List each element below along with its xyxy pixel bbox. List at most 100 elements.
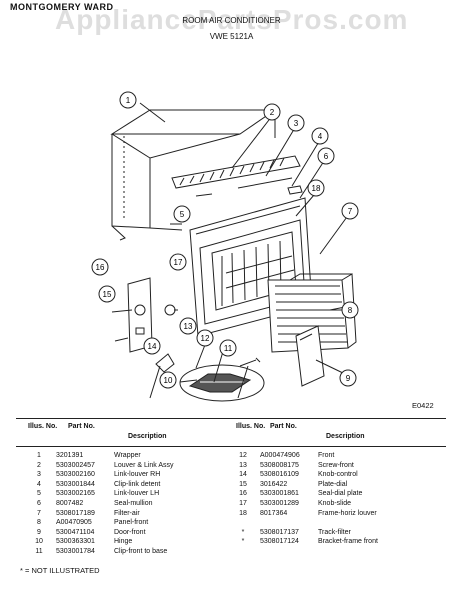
callout-label: 7: [348, 207, 353, 216]
row-illus-no: 5: [37, 490, 41, 498]
callout-label: 11: [224, 344, 233, 353]
row-part-no: 5300471104: [56, 528, 95, 536]
row-description: Clip-link detent: [114, 480, 161, 488]
callout-label: 4: [318, 132, 323, 141]
row-part-no: A000474906: [260, 452, 300, 459]
row-part-no: 8007482: [56, 500, 84, 507]
row-illus-no: *: [241, 528, 245, 536]
document-title: ROOM AIR CONDITIONER: [182, 16, 281, 25]
row-illus-no: 9: [37, 528, 41, 536]
row-description: Filter-air: [114, 509, 140, 517]
row-description: Door-front: [114, 528, 146, 536]
row-part-no: 5303001861: [260, 490, 299, 498]
callout-label: 2: [270, 108, 275, 117]
header-desc-right: Description: [326, 433, 365, 440]
row-description: Plate-dial: [318, 480, 348, 488]
row-description: Wrapper: [114, 452, 141, 459]
callout-label: 5: [180, 210, 185, 219]
header-desc-left: Description: [128, 433, 167, 440]
row-illus-no: 10: [35, 538, 43, 546]
row-illus-no: 18: [239, 509, 247, 517]
row-description: Seal-mullion: [114, 500, 153, 507]
row-illus-no: *: [241, 538, 245, 546]
row-illus-no: 14: [239, 471, 247, 479]
row-part-no: 5303002165: [56, 490, 95, 498]
callout-markers: 1 2 3 4 5 6 7 8 9 10 11 12 13 14 15 16 1…: [91, 91, 359, 389]
callout-label: 3: [294, 119, 299, 128]
row-part-no: 5303001844: [56, 480, 95, 488]
row-illus-no: 16: [239, 490, 247, 498]
row-part-no: 5303002457: [56, 461, 95, 469]
callout-label: 1: [126, 96, 131, 105]
row-illus-no: 15: [239, 480, 247, 488]
door-part: [295, 325, 325, 387]
footnote: * = NOT ILLUSTRATED: [20, 566, 100, 575]
control-plate-part: [127, 277, 153, 353]
row-illus-no: 6: [37, 500, 41, 507]
brand-heading: MONTGOMERY WARD: [10, 2, 114, 12]
callout-label: 9: [346, 374, 351, 383]
model-number: VWE 5121A: [209, 32, 254, 41]
callout-label: 12: [201, 334, 210, 343]
callout-label: 6: [324, 152, 329, 161]
row-part-no: 8017364: [260, 509, 288, 517]
row-description: Screw-front: [318, 461, 354, 469]
row-part-no: 5303001784: [56, 548, 95, 555]
row-description: Clip-front to base: [114, 548, 168, 555]
knob-slide-part: [164, 304, 176, 316]
callout-label: 8: [348, 306, 353, 315]
callout-label: 14: [148, 342, 157, 351]
row-part-no: 3201391: [56, 452, 84, 459]
hinge-detail: [179, 364, 265, 402]
screw-part: [239, 357, 261, 367]
row-description: Link-louver LH: [114, 490, 160, 498]
row-part-no: 5308016109: [260, 471, 299, 479]
row-illus-no: 13: [239, 461, 247, 469]
row-illus-no: 12: [239, 452, 247, 459]
row-description: Frame-horiz louver: [318, 509, 377, 517]
row-part-no: 5308017124: [260, 538, 299, 546]
row-description: Bracket-frame front: [318, 538, 378, 546]
row-description: Panel-front: [114, 519, 149, 527]
callout-label: 16: [96, 263, 105, 272]
row-description: Link-louver RH: [114, 471, 161, 479]
row-part-no: A00470905: [56, 519, 92, 527]
front-grille-part: [267, 273, 357, 353]
watermark: AppliancePartsPros.com: [55, 4, 409, 35]
row-illus-no: 17: [239, 500, 247, 507]
header-illus-right: Illus. No.: [236, 423, 266, 430]
row-illus-no: 7: [37, 509, 41, 517]
table-header-rule: [16, 446, 446, 447]
row-illus-no: 3: [37, 471, 41, 479]
row-description: Knob-control: [318, 471, 358, 479]
figure-code: E0422: [412, 401, 434, 410]
row-illus-no: 8: [37, 519, 41, 527]
row-description: Front: [318, 452, 335, 459]
row-description: Knob-slide: [318, 500, 352, 507]
table-top-rule: [16, 418, 446, 419]
header-illus-left: Illus. No.: [28, 423, 58, 430]
callout-label: 13: [184, 322, 193, 331]
exploded-parts-diagram: 1 2 3 4 5 6 7 8 9 10 11 12 13 14 15 16 1…: [91, 91, 359, 402]
row-part-no: 3016422: [260, 480, 288, 488]
row-part-no: 5303001289: [260, 500, 299, 507]
row-illus-no: 2: [37, 461, 41, 469]
row-illus-no: 1: [37, 452, 41, 459]
callout-label: 15: [103, 290, 112, 299]
row-illus-no: 11: [35, 548, 43, 555]
row-illus-no: 4: [37, 480, 41, 488]
row-part-no: 5300363301: [56, 538, 95, 546]
row-description: Seal-dial plate: [318, 490, 363, 498]
callout-label: 18: [312, 184, 321, 193]
header-part-left: Part No.: [68, 423, 95, 430]
callout-label: 10: [164, 376, 173, 385]
row-part-no: 5308008175: [260, 461, 299, 469]
row-part-no: 5308017189: [56, 509, 95, 517]
knob-control-part: [155, 353, 175, 373]
louver-assembly-part: [171, 155, 303, 197]
row-description: Track-filter: [318, 528, 351, 536]
callout-label: 17: [174, 258, 183, 267]
row-part-no: 5303002160: [56, 471, 95, 479]
row-description: Louver & Link Assy: [114, 461, 174, 469]
row-part-no: 5308017137: [260, 528, 299, 536]
